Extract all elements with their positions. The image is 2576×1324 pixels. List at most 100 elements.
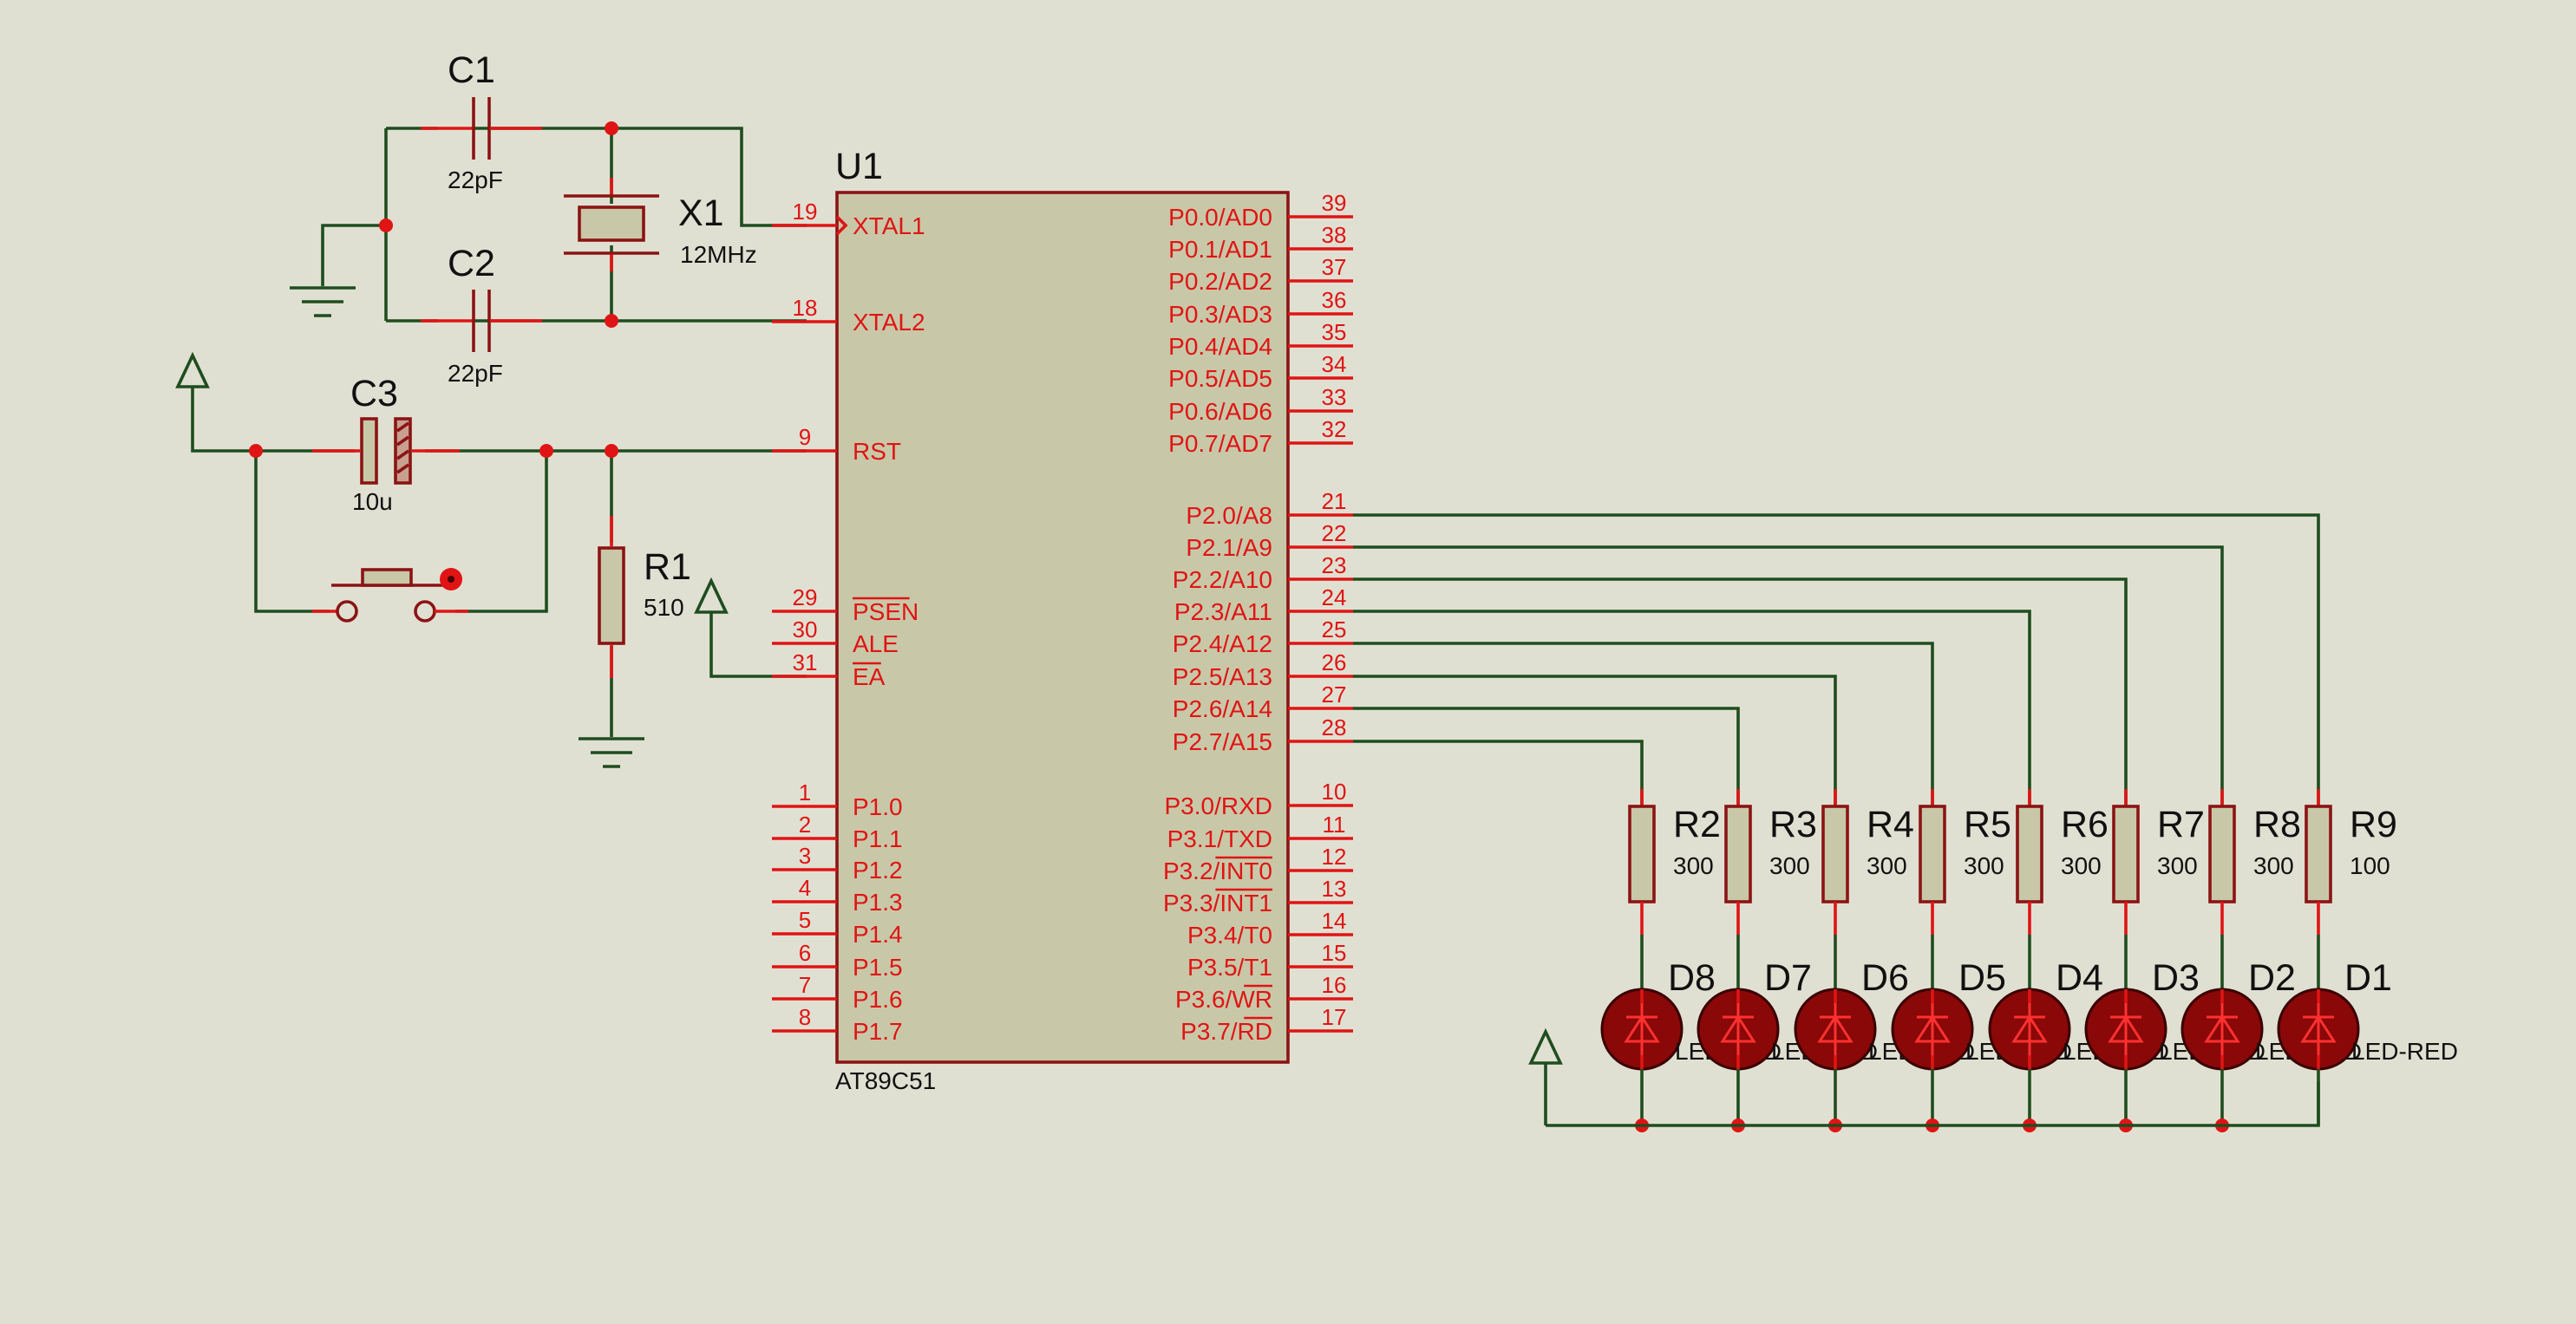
pin-number: 23 bbox=[1322, 552, 1347, 578]
pin-number: 19 bbox=[793, 199, 818, 225]
c2-value-label: 22pF bbox=[448, 360, 503, 387]
chip-pin-p1-0[interactable]: 1P1.0 bbox=[772, 779, 903, 820]
wire-reset-net[interactable] bbox=[191, 386, 807, 453]
pin-number: 9 bbox=[799, 424, 811, 450]
pin-name: EA bbox=[853, 663, 886, 690]
wire-p2-2[interactable] bbox=[1353, 577, 2128, 806]
chip-pin-p1-6[interactable]: 7P1.6 bbox=[772, 972, 903, 1013]
wire-p2-7[interactable] bbox=[1353, 740, 1644, 806]
capacitor-c3[interactable]: C3 10u bbox=[312, 373, 460, 515]
wire-p2-1[interactable] bbox=[1353, 545, 2224, 806]
pin-name: RST bbox=[853, 438, 901, 465]
wire-reset-button[interactable] bbox=[254, 451, 548, 613]
reset-push-button[interactable] bbox=[312, 568, 468, 623]
pin-number: 33 bbox=[1322, 384, 1347, 410]
resistor-r1[interactable]: R1 510 bbox=[598, 516, 691, 678]
junction-dot bbox=[605, 444, 618, 458]
wire-p2-6[interactable] bbox=[1353, 707, 1740, 806]
pin-name: P2.4/A12 bbox=[1173, 630, 1272, 657]
pin-name: P3.5/T1 bbox=[1187, 954, 1272, 981]
u1-part-label: AT89C51 bbox=[835, 1067, 936, 1094]
resistor-ref-label: R7 bbox=[2157, 804, 2205, 845]
wire-p2-0[interactable] bbox=[1353, 513, 2320, 806]
pin-number: 2 bbox=[799, 812, 811, 838]
wire-ground-tap[interactable] bbox=[321, 224, 386, 286]
power-arrow-icon bbox=[175, 351, 210, 388]
chip-pin-p1-7[interactable]: 8P1.7 bbox=[772, 1004, 903, 1045]
wire-p2-3[interactable] bbox=[1353, 610, 2031, 806]
wire-p2-4[interactable] bbox=[1353, 642, 1934, 806]
pin-number: 4 bbox=[799, 875, 811, 901]
wire-led-common-rail[interactable] bbox=[1546, 1082, 2320, 1127]
chip-pin-p1-3[interactable]: 4P1.3 bbox=[772, 875, 903, 916]
pin-number: 37 bbox=[1322, 254, 1347, 280]
pin-number: 12 bbox=[1322, 844, 1347, 870]
chip-pin-p1-1[interactable]: 2P1.1 bbox=[772, 812, 903, 852]
pin-name: P2.5/A13 bbox=[1173, 663, 1272, 690]
chip-pin-p1-5[interactable]: 6P1.5 bbox=[772, 940, 903, 981]
pin-name: P1.6 bbox=[853, 986, 903, 1013]
pin-name: P1.2 bbox=[853, 857, 903, 884]
c2-ref-label: C2 bbox=[448, 243, 495, 284]
resistor-ref-label: R5 bbox=[1964, 804, 2011, 845]
pin-name: P2.1/A9 bbox=[1186, 534, 1272, 561]
r1-value-label: 510 bbox=[644, 594, 684, 621]
led-value-label: LED-RED bbox=[2351, 1038, 2458, 1065]
microcontroller-u1[interactable]: U1 AT89C51 19XTAL118XTAL29RST29PSEN30ALE… bbox=[772, 146, 1353, 1094]
chip-pin-p1-2[interactable]: 3P1.2 bbox=[772, 843, 903, 884]
pin-name: P1.0 bbox=[853, 793, 903, 820]
junction-dot bbox=[379, 218, 393, 232]
pin-name: XTAL1 bbox=[853, 212, 925, 239]
r1-ref-label: R1 bbox=[644, 546, 691, 588]
capacitor-c1[interactable]: C1 22pF bbox=[421, 49, 542, 193]
pin-name: P0.4/AD4 bbox=[1168, 333, 1272, 360]
wire-p2-5[interactable] bbox=[1353, 675, 1837, 806]
capacitor-c2[interactable]: C2 22pF bbox=[421, 243, 542, 387]
chip-pin-p1-4[interactable]: 5P1.4 bbox=[772, 907, 903, 948]
pin-number: 21 bbox=[1322, 488, 1347, 514]
crystal-x1[interactable]: X1 12MHz bbox=[564, 178, 757, 271]
pin-number: 22 bbox=[1322, 520, 1347, 546]
pin-number: 5 bbox=[799, 907, 811, 933]
